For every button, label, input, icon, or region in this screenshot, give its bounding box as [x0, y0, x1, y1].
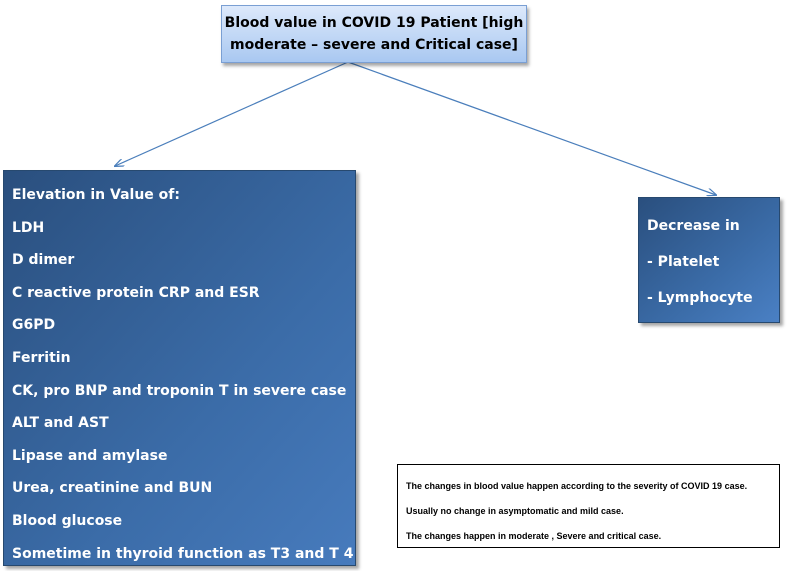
elevation-item-alt-ast: ALT and AST	[12, 415, 109, 432]
decrease-item-platelet: - Platelet	[647, 254, 720, 270]
root-node-title-line-2: moderate – severe and Critical case]	[230, 37, 518, 53]
severity-note-line-2: Usually no change in asymptomatic and mi…	[406, 506, 624, 516]
root-node-title-line-1: Blood value in COVID 19 Patient [high	[224, 15, 524, 31]
arrow-to-elevation	[115, 61, 349, 166]
elevation-item-d-dimer: D dimer	[12, 252, 75, 269]
elevation-item-ck-bnp-troponin: CK, pro BNP and troponin T in severe cas…	[12, 382, 347, 399]
elevation-item-blood-glucose: Blood glucose	[12, 512, 123, 529]
elevation-item-thyroid-function: Sometime in thyroid function as T3 and T…	[12, 545, 354, 562]
elevation-item-ferritin: Ferritin	[12, 349, 71, 366]
root-node-box: Blood value in COVID 19 Patient [high mo…	[221, 5, 527, 63]
decrease-item-lymphocyte: - Lymphocyte	[647, 290, 753, 306]
elevation-heading: Elevation in Value of:	[12, 187, 180, 203]
elevation-item-urea-creatinine-bun: Urea, creatinine and BUN	[12, 480, 213, 497]
severity-note-box: The changes in blood value happen accord…	[397, 464, 780, 548]
elevation-item-crp-esr: C reactive protein CRP and ESR	[12, 284, 260, 301]
arrow-to-decrease	[347, 61, 716, 195]
elevation-item-g6pd: G6PD	[12, 317, 56, 334]
severity-note-line-3: The changes happen in moderate , Severe …	[406, 531, 662, 541]
severity-note-line-1: The changes in blood value happen accord…	[406, 481, 748, 491]
elevation-item-lipase-amylase: Lipase and amylase	[12, 447, 168, 464]
decrease-node-box: Decrease in - Platelet - Lymphocyte	[638, 197, 780, 323]
decrease-heading: Decrease in	[647, 218, 740, 234]
elevation-node-box: Elevation in Value of: LDH D dimer C rea…	[3, 170, 356, 566]
elevation-item-ldh: LDH	[12, 219, 45, 236]
